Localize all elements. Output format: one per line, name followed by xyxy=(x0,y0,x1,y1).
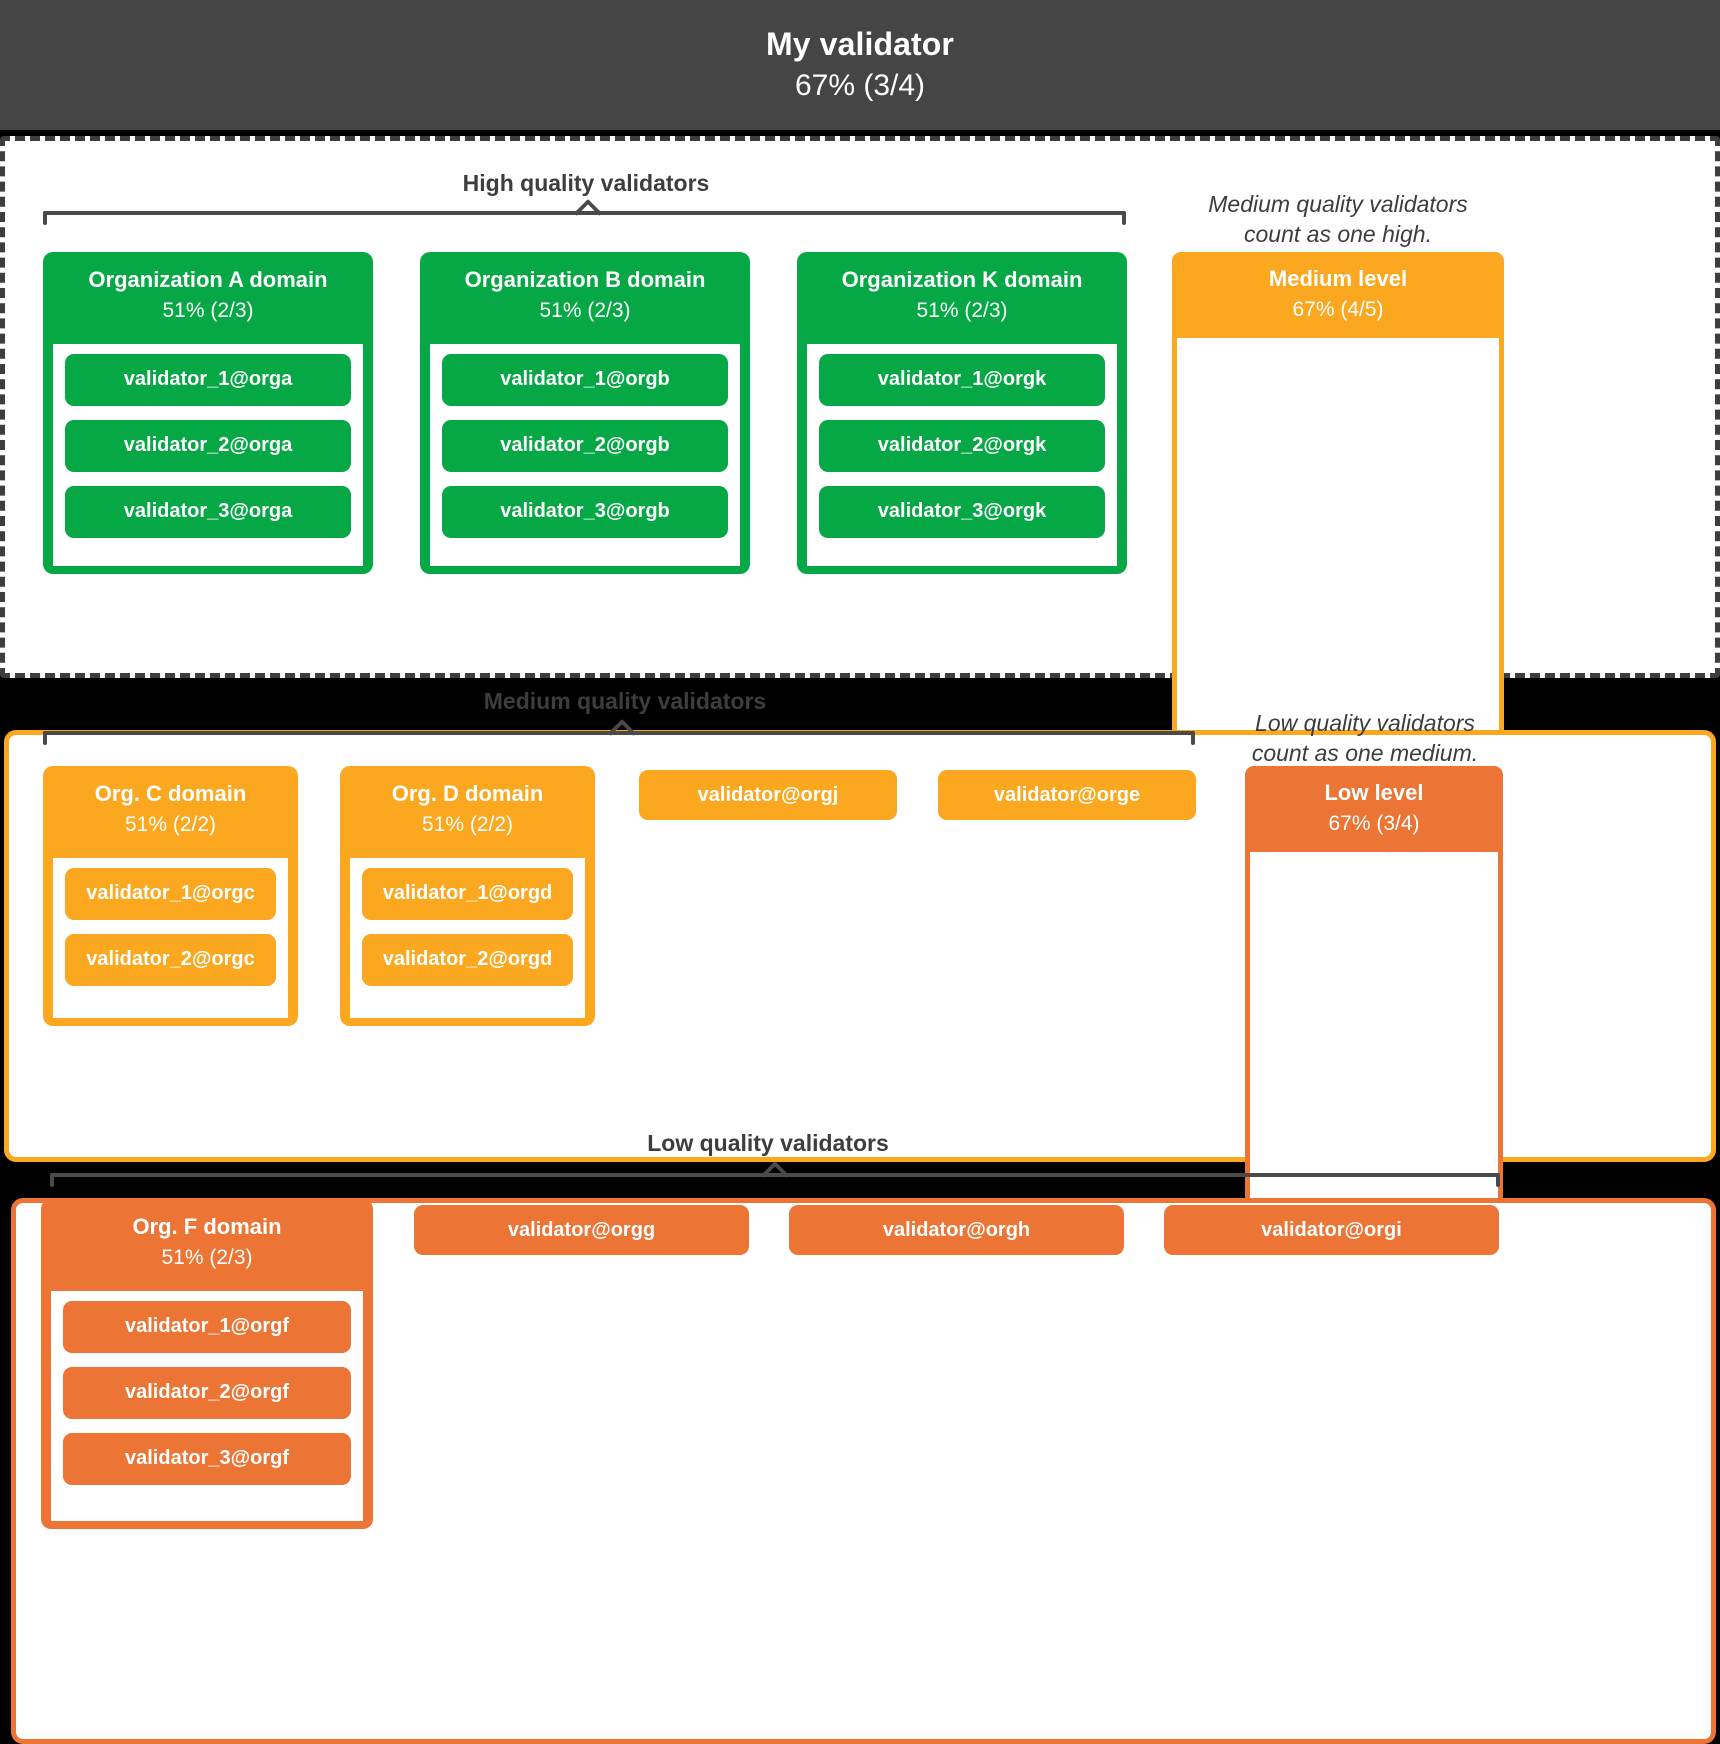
org-card-k-name: Organization K domain xyxy=(841,267,1083,292)
validator-chip[interactable]: validator@orge xyxy=(938,770,1196,820)
validator-chip[interactable]: validator_2@orgk xyxy=(819,419,1105,472)
page-title-percent: 67% (3/4) xyxy=(794,68,926,102)
validator-chip[interactable]: validator_3@orgk xyxy=(819,485,1105,538)
org-card-c-name: Org. C domain xyxy=(94,781,247,806)
validator-chip[interactable]: validator_2@orgf xyxy=(63,1366,351,1419)
org-card-f[interactable]: Org. F domain 51% (2/3) validator_1@orgf… xyxy=(41,1199,373,1529)
org-card-b-header: Organization B domain 51% (2/3) xyxy=(420,252,750,340)
org-card-d-header: Org. D domain 51% (2/2) xyxy=(340,766,595,854)
org-card-d[interactable]: Org. D domain 51% (2/2) validator_1@orgd… xyxy=(340,766,595,1026)
org-card-a-name: Organization A domain xyxy=(88,267,328,292)
validator-chip[interactable]: validator@orgi xyxy=(1164,1205,1499,1255)
medium-level-box[interactable]: Medium level 67% (4/5) xyxy=(1172,252,1504,744)
org-card-c-percent: 51% (2/2) xyxy=(124,812,217,836)
validator-chip[interactable]: validator_1@orgb xyxy=(442,353,728,406)
validator-chip[interactable]: validator_1@orgc xyxy=(65,867,276,920)
org-card-d-percent: 51% (2/2) xyxy=(421,812,514,836)
org-card-a-body: validator_1@orga validator_2@orga valida… xyxy=(49,339,367,570)
validator-chip[interactable]: validator_2@orgd xyxy=(362,933,573,986)
org-card-f-percent: 51% (2/3) xyxy=(161,1245,253,1269)
low-section-bracket xyxy=(50,1160,1500,1190)
medium-level-box-name: Medium level xyxy=(1268,266,1408,291)
medium-section-note-line1: Low quality validators xyxy=(1255,710,1475,736)
validator-chip[interactable]: validator_1@orgf xyxy=(63,1300,351,1353)
validator-chip[interactable]: validator@orgj xyxy=(639,770,897,820)
medium-section-note-line2: count as one medium. xyxy=(1251,740,1479,767)
org-card-a-percent: 51% (2/3) xyxy=(162,298,254,322)
high-section-note: Medium quality validators count as one h… xyxy=(1208,189,1468,250)
org-card-d-body: validator_1@orgd validator_2@orgd xyxy=(346,853,589,1022)
low-level-box[interactable]: Low level 67% (3/4) xyxy=(1245,766,1503,1208)
org-card-k[interactable]: Organization K domain 51% (2/3) validato… xyxy=(797,252,1127,574)
high-section-bracket xyxy=(43,198,1126,228)
medium-section-caption: Medium quality validators xyxy=(483,688,767,714)
org-card-a[interactable]: Organization A domain 51% (2/3) validato… xyxy=(43,252,373,574)
validator-chip[interactable]: validator_2@orga xyxy=(65,419,351,472)
org-card-b-name: Organization B domain xyxy=(464,267,706,292)
validator-chip[interactable]: validator@orgh xyxy=(789,1205,1124,1255)
validator-chip[interactable]: validator@orgg xyxy=(414,1205,749,1255)
org-card-k-body: validator_1@orgk validator_2@orgk valida… xyxy=(803,339,1121,570)
org-card-a-header: Organization A domain 51% (2/3) xyxy=(43,252,373,340)
org-card-c-header: Org. C domain 51% (2/2) xyxy=(43,766,298,854)
page-title: My validator xyxy=(766,26,954,63)
validator-chip[interactable]: validator_2@orgc xyxy=(65,933,276,986)
org-card-f-name: Org. F domain xyxy=(132,1214,282,1239)
medium-section-note: Low quality validators count as one medi… xyxy=(1252,708,1478,769)
low-level-box-percent: 67% (3/4) xyxy=(1328,811,1420,835)
low-level-box-body xyxy=(1245,851,1503,1206)
org-card-f-body: validator_1@orgf validator_2@orgf valida… xyxy=(47,1286,367,1525)
medium-level-box-body xyxy=(1172,337,1504,742)
validator-chip[interactable]: validator_3@orgf xyxy=(63,1432,351,1485)
org-card-c-body: validator_1@orgc validator_2@orgc xyxy=(49,853,292,1022)
org-card-d-name: Org. D domain xyxy=(391,781,544,806)
low-level-box-name: Low level xyxy=(1324,780,1424,805)
validator-chip[interactable]: validator_1@orga xyxy=(65,353,351,406)
org-card-b[interactable]: Organization B domain 51% (2/3) validato… xyxy=(420,252,750,574)
org-card-c[interactable]: Org. C domain 51% (2/2) validator_1@orgc… xyxy=(43,766,298,1026)
org-card-k-header: Organization K domain 51% (2/3) xyxy=(797,252,1127,340)
high-section-note-line2: count as one high. xyxy=(1244,221,1432,248)
medium-section-bracket xyxy=(43,718,1195,748)
org-card-b-percent: 51% (2/3) xyxy=(539,298,631,322)
high-section-note-line1: Medium quality validators xyxy=(1208,191,1468,217)
validator-chip[interactable]: validator_2@orgb xyxy=(442,419,728,472)
medium-level-box-header: Medium level 67% (4/5) xyxy=(1172,252,1504,338)
page-header: My validator 67% (3/4) xyxy=(0,0,1720,130)
validator-chip[interactable]: validator_3@orga xyxy=(65,485,351,538)
medium-level-box-percent: 67% (4/5) xyxy=(1292,297,1384,321)
validator-chip[interactable]: validator_1@orgd xyxy=(362,867,573,920)
org-card-f-header: Org. F domain 51% (2/3) xyxy=(41,1199,373,1287)
validator-chip[interactable]: validator_1@orgk xyxy=(819,353,1105,406)
low-section-caption: Low quality validators xyxy=(647,1130,889,1156)
org-card-k-percent: 51% (2/3) xyxy=(916,298,1008,322)
org-card-b-body: validator_1@orgb validator_2@orgb valida… xyxy=(426,339,744,570)
low-level-box-header: Low level 67% (3/4) xyxy=(1245,766,1503,852)
high-section-caption: High quality validators xyxy=(462,170,710,196)
validator-chip[interactable]: validator_3@orgb xyxy=(442,485,728,538)
